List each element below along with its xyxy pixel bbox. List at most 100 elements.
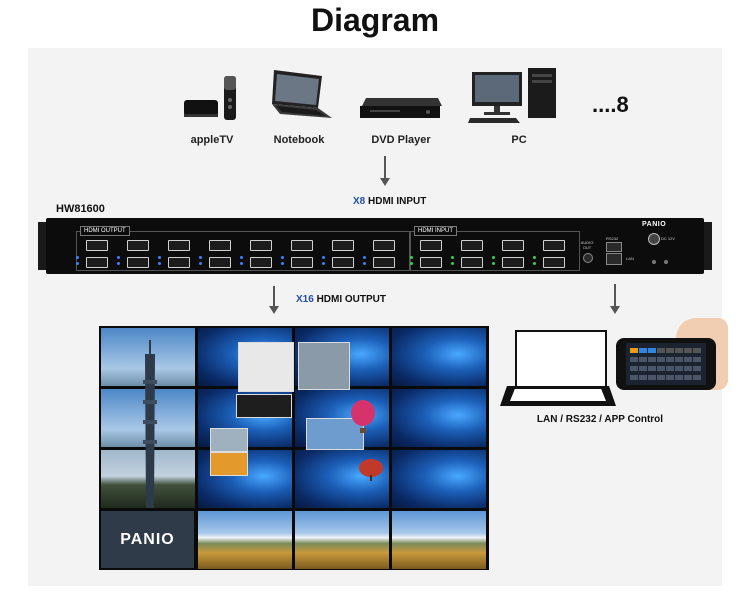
input-port-group [410, 231, 580, 271]
balloon-image [348, 400, 378, 436]
app-control-button [648, 348, 656, 353]
app-control-button [693, 375, 701, 380]
overlay-window [210, 452, 248, 476]
app-control-button [675, 366, 683, 371]
control-laptop [515, 330, 607, 390]
app-control-button [666, 348, 674, 353]
indicator-dot [664, 260, 668, 264]
hdmi-input-port [502, 257, 524, 268]
app-control-button [666, 366, 674, 371]
source-label-appletv: appleTV [190, 134, 234, 146]
hdmi-input-port [461, 240, 483, 251]
dvd-player-icon [358, 96, 442, 122]
output-caption: X16 HDMI OUTPUT [296, 294, 387, 305]
output-arrow-head [269, 306, 279, 314]
app-control-button [630, 366, 638, 371]
status-led [117, 262, 120, 265]
taipei-tower-image [140, 340, 160, 510]
video-wall-tile [392, 389, 486, 447]
video-wall-tile [392, 450, 486, 508]
app-control-button [693, 348, 701, 353]
more-sources-label: ....8 [592, 92, 629, 117]
status-led [410, 262, 413, 265]
control-arrow-head [610, 306, 620, 314]
audio-out-port [583, 253, 593, 263]
app-control-button [630, 375, 638, 380]
hdmi-output-port [209, 257, 231, 268]
overlay-window [238, 342, 294, 392]
indicator-dot [652, 260, 656, 264]
app-control-button [630, 348, 638, 353]
pc-icon [468, 66, 560, 124]
hdmi-output-port [127, 240, 149, 251]
app-control-button [648, 366, 656, 371]
status-led [363, 256, 366, 259]
lan-label: LAN [626, 256, 634, 261]
source-label-dvd-player: DVD Player [371, 134, 431, 146]
status-led [281, 256, 284, 259]
hdmi-input-port [461, 257, 483, 268]
app-control-button [675, 357, 683, 362]
status-led [199, 262, 202, 265]
output-port-group [76, 231, 410, 271]
app-control-button [666, 375, 674, 380]
hdmi-output-port [250, 240, 272, 251]
video-wall-tile [392, 328, 486, 386]
status-led [533, 262, 536, 265]
status-led [363, 262, 366, 265]
dc-power-jack [648, 233, 660, 245]
status-led [76, 262, 79, 265]
hdmi-output-port [332, 257, 354, 268]
hdmi-output-port [168, 240, 190, 251]
hdmi-input-port [502, 240, 524, 251]
tree-image [358, 458, 384, 482]
device-brand-logo: PANIO [642, 221, 667, 228]
video-wall-tile [295, 511, 389, 569]
hdmi-output-port [86, 240, 108, 251]
input-arrow-line [384, 156, 386, 180]
app-control-button [684, 366, 692, 371]
status-led [240, 262, 243, 265]
rs232-label: RS232 [606, 236, 619, 241]
app-control-button [639, 357, 647, 362]
output-group-label: HDMI OUTPUT [80, 226, 130, 236]
apple-tv-icon [182, 74, 244, 124]
input-caption: X8 HDMI INPUT [353, 196, 427, 207]
wall-brand-logo: PANIO [101, 511, 194, 568]
status-led [410, 256, 413, 259]
hdmi-input-port [420, 257, 442, 268]
app-control-button [657, 348, 665, 353]
source-label-notebook: Notebook [273, 134, 325, 146]
video-wall-tile [392, 511, 486, 569]
app-control-button [693, 357, 701, 362]
lan-port [606, 253, 622, 265]
app-control-button [657, 357, 665, 362]
app-control-button [648, 375, 656, 380]
app-control-button [630, 357, 638, 362]
hdmi-input-port [543, 257, 565, 268]
overlay-window [210, 428, 248, 452]
control-label: LAN / RS232 / APP Control [536, 414, 664, 425]
app-control-button [684, 375, 692, 380]
dc-label: DC 12V [661, 236, 676, 241]
status-led [492, 256, 495, 259]
app-control-button [666, 357, 674, 362]
audio-out-label: AUDIO OUT [580, 240, 594, 250]
status-led [158, 256, 161, 259]
notebook-icon [266, 66, 336, 124]
hdmi-output-port [250, 257, 272, 268]
hdmi-output-port [86, 257, 108, 268]
hdmi-input-port [543, 240, 565, 251]
video-wall-tile [198, 511, 292, 569]
page-title: Diagram [310, 2, 440, 38]
hdmi-output-port [332, 240, 354, 251]
hdmi-output-port [291, 240, 313, 251]
hdmi-output-port [127, 257, 149, 268]
app-control-button [639, 375, 647, 380]
status-led [322, 262, 325, 265]
app-control-button [693, 366, 701, 371]
device-model-label: HW81600 [56, 203, 105, 215]
hdmi-output-port [373, 257, 395, 268]
output-arrow-line [273, 286, 275, 308]
app-control-button [639, 348, 647, 353]
